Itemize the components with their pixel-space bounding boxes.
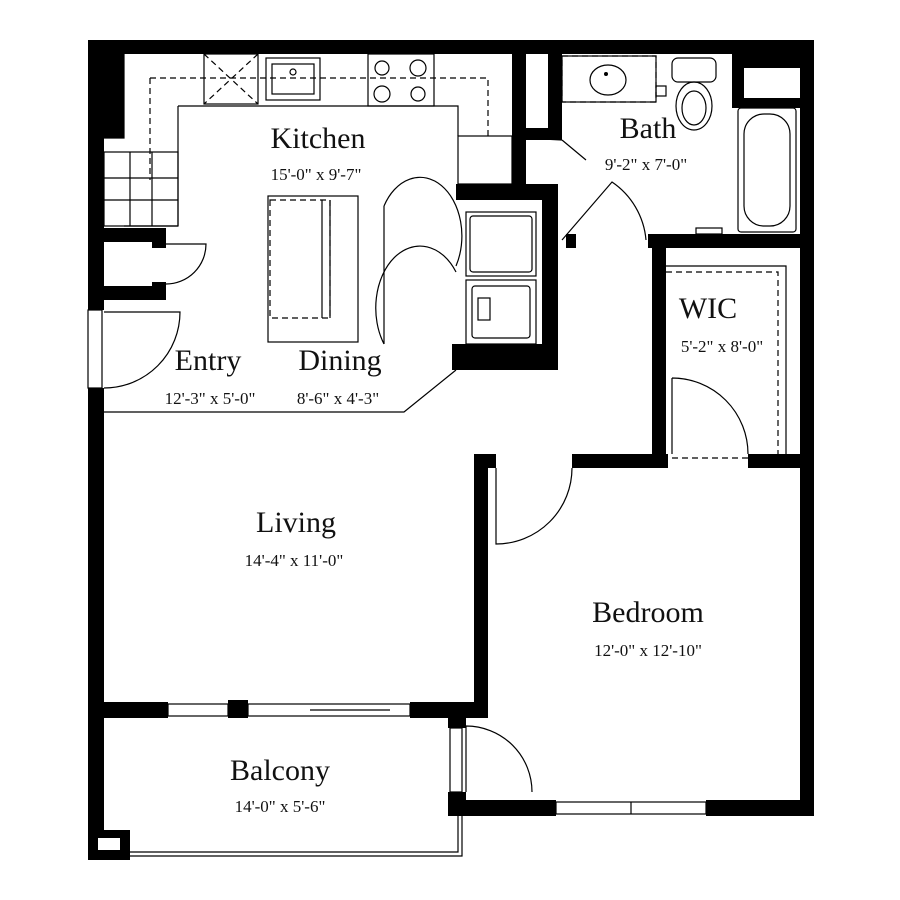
kitchen-counters	[103, 53, 513, 227]
kitchen-name: Kitchen	[271, 122, 366, 155]
wic-shelving	[666, 265, 787, 454]
balcony-name: Balcony	[230, 754, 330, 787]
doors	[103, 137, 749, 793]
kitchen-island	[267, 195, 359, 343]
room-labels: Kitchen 15'-0" x 9'-7" Bath 9'-2" x 7'-0…	[165, 112, 764, 816]
exterior-walls	[88, 40, 814, 860]
dining-name: Dining	[298, 344, 381, 377]
bedroom-dims: 12'-0" x 12'-10"	[594, 641, 702, 660]
windows	[87, 309, 707, 857]
entry-name: Entry	[175, 344, 242, 377]
kitchen-range	[367, 53, 435, 107]
wic-dims: 5'-2" x 8'-0"	[681, 337, 763, 356]
dining-boundary	[104, 369, 457, 413]
interior-walls	[96, 54, 800, 816]
washer-dryer	[465, 211, 537, 345]
bath-fixtures	[561, 55, 797, 235]
dining-dims: 8'-6" x 4'-3"	[297, 389, 379, 408]
bedroom-name: Bedroom	[592, 596, 704, 629]
living-name: Living	[256, 506, 336, 539]
living-dims: 14'-4" x 11'-0"	[245, 551, 344, 570]
kitchen-sink	[265, 57, 321, 101]
balcony-dims: 14'-0" x 5'-6"	[235, 797, 326, 816]
entry-dims: 12'-3" x 5'-0"	[165, 389, 256, 408]
kitchen-dims: 15'-0" x 9'-7"	[271, 165, 362, 184]
wic-name: WIC	[679, 292, 737, 325]
bath-name: Bath	[620, 112, 677, 145]
bath-dims: 9'-2" x 7'-0"	[605, 155, 687, 174]
